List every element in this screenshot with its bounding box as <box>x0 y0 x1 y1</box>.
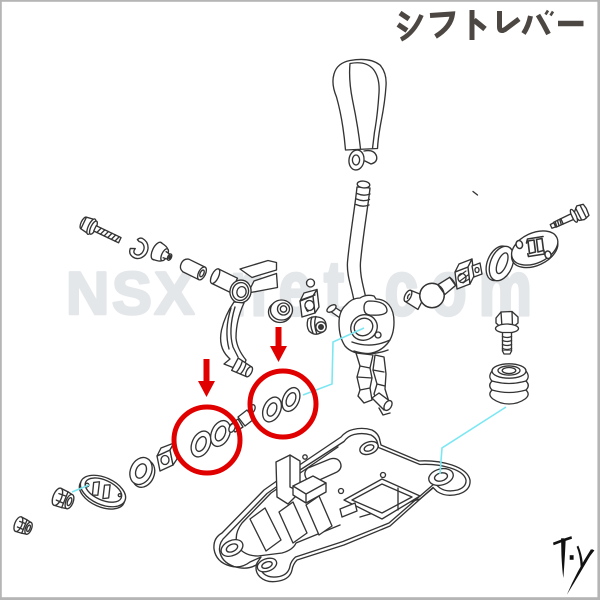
svg-text:NSX: NSX <box>66 260 197 327</box>
svg-text:net.com: net.com <box>230 245 544 332</box>
